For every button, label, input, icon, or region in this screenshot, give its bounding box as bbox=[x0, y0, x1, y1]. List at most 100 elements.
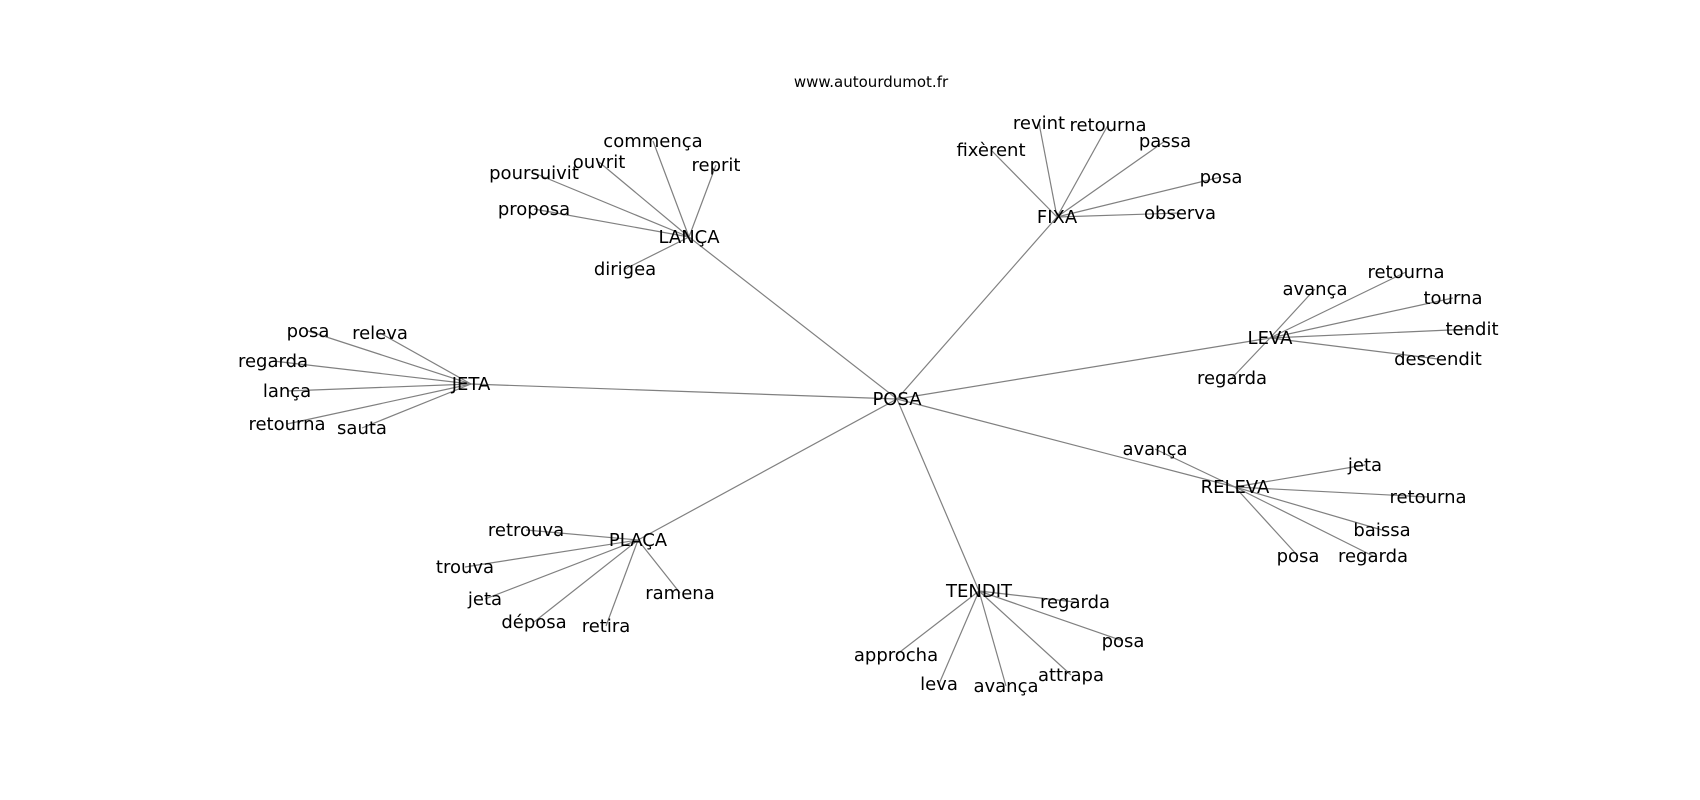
leaf-word-label: posa bbox=[1277, 546, 1320, 567]
leaf-word-label: regarda bbox=[1338, 546, 1408, 567]
leaf-word-label: revint bbox=[1013, 113, 1065, 134]
edge bbox=[1269, 271, 1407, 339]
edge bbox=[1056, 124, 1109, 218]
leaf-word-label: observa bbox=[1144, 203, 1216, 224]
leaf-word-label: attrapa bbox=[1038, 665, 1104, 686]
hub-word-label: JETA bbox=[451, 374, 491, 395]
leaf-word-label: lança bbox=[263, 381, 311, 402]
edge bbox=[307, 330, 472, 385]
edge bbox=[978, 590, 1124, 642]
edge bbox=[605, 539, 639, 627]
leaf-word-label: déposa bbox=[501, 612, 566, 633]
edge bbox=[470, 383, 898, 400]
leaf-word-label: descendit bbox=[1394, 349, 1482, 370]
edge bbox=[598, 161, 690, 238]
edge bbox=[896, 216, 1058, 400]
edge bbox=[1056, 176, 1222, 218]
edge bbox=[637, 539, 681, 594]
leaf-word-label: avança bbox=[1282, 279, 1347, 300]
leaf-word-label: passa bbox=[1139, 131, 1191, 152]
edge bbox=[361, 383, 472, 429]
leaf-word-label: retourna bbox=[248, 414, 325, 435]
leaf-word-label: avança bbox=[1122, 439, 1187, 460]
hub-word-label: LEVA bbox=[1248, 328, 1294, 349]
edge bbox=[896, 398, 1236, 488]
edge bbox=[286, 383, 472, 392]
leaf-word-label: ramena bbox=[645, 583, 714, 604]
leaf-word-label: poursuivit bbox=[489, 163, 579, 184]
edge bbox=[624, 236, 690, 270]
hub-word-label: FIXA bbox=[1037, 207, 1078, 228]
leaf-word-label: tourna bbox=[1423, 288, 1482, 309]
leaf-word-label: posa bbox=[1200, 167, 1243, 188]
leaf-word-label: retourna bbox=[1367, 262, 1444, 283]
edge bbox=[1038, 122, 1058, 218]
leaf-word-label: fixèrent bbox=[956, 140, 1025, 161]
hub-word-label: LANÇA bbox=[658, 227, 720, 248]
edge bbox=[1154, 448, 1236, 488]
edge bbox=[533, 208, 690, 238]
edge bbox=[1056, 140, 1166, 218]
leaf-word-label: approcha bbox=[854, 645, 938, 666]
hub-word-label: TENDIT bbox=[945, 581, 1013, 602]
edge bbox=[1269, 337, 1439, 360]
leaf-word-label: regarda bbox=[1197, 368, 1267, 389]
edge bbox=[688, 164, 717, 238]
leaf-word-label: posa bbox=[287, 321, 330, 342]
edge bbox=[533, 172, 690, 238]
leaf-word-label: posa bbox=[1102, 631, 1145, 652]
center-word-label: POSA bbox=[872, 389, 922, 410]
leaf-word-label: tendit bbox=[1445, 319, 1498, 340]
leaf-word-label: jeta bbox=[467, 589, 502, 610]
edge bbox=[1234, 486, 1374, 557]
leaf-word-label: retourna bbox=[1389, 487, 1466, 508]
edge bbox=[464, 539, 639, 568]
leaf-word-label: retrouva bbox=[488, 520, 564, 541]
leaf-word-label: leva bbox=[920, 674, 958, 695]
hub-word-label: RELEVA bbox=[1201, 477, 1270, 498]
leaf-word-label: trouva bbox=[436, 557, 494, 578]
edge bbox=[652, 140, 690, 238]
leaf-word-label: proposa bbox=[498, 199, 570, 220]
leaf-word-label: retira bbox=[582, 616, 631, 637]
leaf-word-label: avança bbox=[973, 676, 1038, 697]
edge bbox=[978, 590, 1007, 687]
edge bbox=[1234, 486, 1429, 498]
edge bbox=[938, 590, 980, 685]
leaf-word-label: sauta bbox=[337, 418, 387, 439]
leaf-word-label: regarda bbox=[1040, 592, 1110, 613]
edge bbox=[978, 590, 1076, 603]
edge bbox=[1269, 297, 1454, 339]
edge bbox=[1234, 486, 1383, 531]
edge bbox=[1231, 337, 1271, 379]
edge bbox=[896, 398, 980, 592]
edge bbox=[484, 539, 639, 600]
edge bbox=[286, 383, 472, 425]
edge bbox=[896, 337, 1271, 400]
edge bbox=[895, 590, 980, 656]
leaf-word-label: reprit bbox=[692, 155, 741, 176]
edge bbox=[379, 332, 472, 385]
edges-layer bbox=[272, 122, 1473, 687]
leaf-word-label: jeta bbox=[1347, 455, 1382, 476]
edge bbox=[525, 529, 639, 541]
leaf-word-label: regarda bbox=[238, 351, 308, 372]
leaf-word-label: baissa bbox=[1353, 520, 1410, 541]
watermark-text: www.autourdumot.fr bbox=[794, 73, 949, 91]
edge bbox=[688, 236, 898, 400]
edge bbox=[1234, 486, 1299, 557]
hub-word-label: PLAÇA bbox=[609, 530, 668, 551]
leaf-word-label: dirigea bbox=[594, 259, 656, 280]
edge bbox=[272, 360, 472, 385]
edge bbox=[990, 149, 1058, 218]
edge bbox=[1234, 464, 1366, 488]
edge bbox=[533, 539, 639, 623]
leaf-word-label: releva bbox=[352, 323, 408, 344]
leaf-word-label: ouvrit bbox=[573, 152, 626, 173]
leaf-word-label: commença bbox=[603, 131, 702, 152]
edge bbox=[1269, 328, 1473, 339]
edge bbox=[1056, 212, 1181, 218]
leaf-word-label: retourna bbox=[1069, 115, 1146, 136]
